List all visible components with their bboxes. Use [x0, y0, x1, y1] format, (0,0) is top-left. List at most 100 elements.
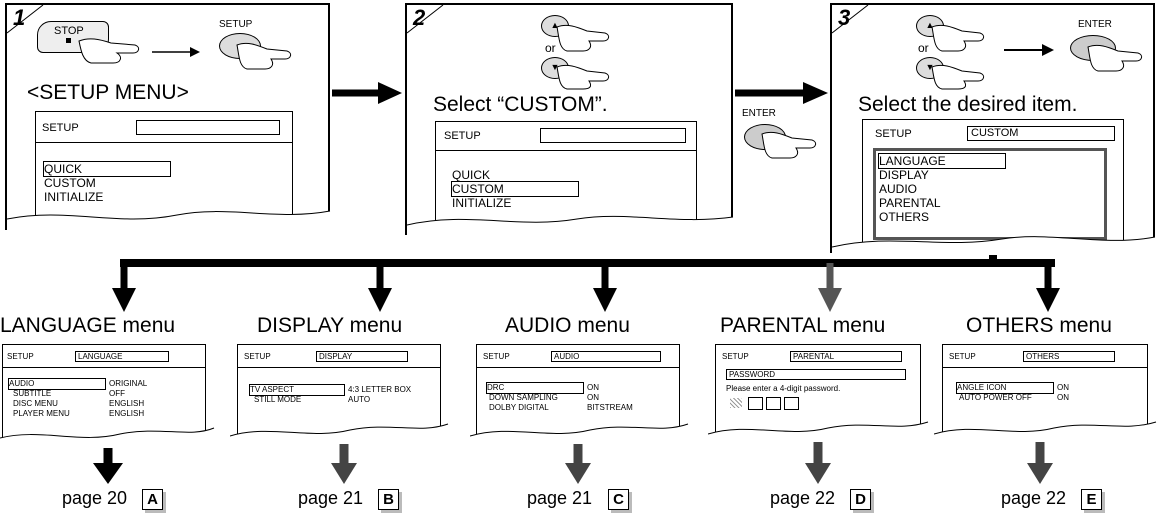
screen-header-value: PARENTAL — [790, 351, 902, 362]
arrow-step2-to-step3 — [735, 82, 828, 104]
pointing-hand-icon — [931, 64, 985, 90]
screen-header-value: AUDIO — [551, 351, 661, 362]
screen-wave-edge — [407, 215, 734, 235]
screen-wave-edge — [230, 423, 449, 444]
step-corner-mark — [407, 5, 444, 34]
screen-wave-edge — [470, 423, 689, 444]
pointing-hand-icon — [556, 24, 610, 52]
setting-label[interactable]: DRC — [486, 382, 584, 394]
language-menu-title: LANGUAGE menu — [0, 314, 176, 337]
setting-label[interactable]: PLAYER MENU — [13, 409, 70, 418]
audio-menu-title: AUDIO menu — [505, 314, 630, 337]
step-1-panel: 1 STOP SETUP <SETUP MENU> SETUP QUICK CU… — [5, 3, 331, 231]
setting-value: ON — [1057, 383, 1069, 392]
arrow-step1-to-step2 — [332, 82, 402, 104]
down-arrow-icon: ▼ — [550, 62, 560, 72]
step-title: Select “CUSTOM”. — [433, 93, 608, 116]
password-prompt: Please enter a 4-digit password. — [726, 384, 841, 393]
arrow-down-audio — [593, 263, 617, 312]
setting-value: ENGLISH — [109, 399, 145, 408]
screen-wave-edge — [7, 210, 331, 231]
screen-header-label: SETUP — [244, 352, 271, 361]
highlight-frame — [873, 148, 1107, 240]
setup-screen: SETUP CUSTOM LANGUAGE DISPLAY AUDIO PARE… — [862, 119, 1124, 243]
right-arrow-icon — [152, 47, 200, 57]
screen-wave-edge — [934, 421, 1157, 442]
menu-item-display[interactable]: DISPLAY — [879, 168, 929, 182]
arrow-to-page-b — [331, 438, 357, 484]
up-arrow-icon: ▲ — [925, 20, 935, 30]
password-digit-box[interactable] — [748, 397, 763, 410]
menu-item-custom[interactable]: CUSTOM — [44, 176, 96, 190]
arrow-down-language — [112, 263, 136, 312]
page-reference[interactable]: page 22 — [1001, 488, 1067, 508]
stop-button-label: STOP — [54, 25, 84, 37]
screen-divider — [238, 367, 440, 368]
or-label: or — [545, 41, 556, 55]
screen-wave-edge — [708, 421, 929, 442]
others-menu-title: OTHERS menu — [966, 314, 1112, 337]
page-badge: D — [850, 489, 871, 510]
setting-label[interactable]: DOWN SAMPLING — [489, 393, 558, 402]
arrow-down-others — [1036, 263, 1060, 312]
setup-button-label: SETUP — [219, 19, 253, 30]
screen-header-value — [540, 128, 686, 143]
step-number: 3 — [838, 5, 851, 30]
setting-label[interactable]: ANGLE ICON — [956, 382, 1054, 394]
password-digit-box[interactable] — [766, 397, 781, 410]
menu-item-quick[interactable]: QUICK — [43, 161, 171, 177]
setting-value: AUTO — [348, 395, 371, 404]
screen-header-label: SETUP — [949, 352, 976, 361]
password-label: PASSWORD — [726, 369, 906, 380]
step-title: Select the desired item. — [858, 93, 1078, 116]
pointing-hand-icon — [236, 42, 292, 70]
page-reference[interactable]: page 21 — [527, 488, 593, 508]
language-menu-screen: SETUP LANGUAGE AUDIO ORIGINAL SUBTITLE O… — [2, 344, 206, 444]
page-badge: E — [1081, 489, 1102, 510]
page-reference[interactable]: page 20 — [62, 488, 128, 508]
setting-label[interactable]: SUBTITLE — [13, 389, 52, 398]
screen-header-value: OTHERS — [1023, 351, 1115, 362]
menu-item-quick[interactable]: QUICK — [452, 168, 491, 182]
display-menu-screen: SETUP DISPLAY TV ASPECT 4:3 LETTER BOX S… — [237, 344, 441, 440]
setting-label[interactable]: TV ASPECT — [249, 384, 345, 396]
parental-menu-screen: SETUP PARENTAL PASSWORD Please enter a 4… — [715, 344, 921, 440]
password-digit-box[interactable] — [784, 397, 799, 410]
menu-item-parental[interactable]: PARENTAL — [879, 196, 941, 210]
setting-label[interactable]: DISC MENU — [13, 399, 58, 408]
screen-wave-edge — [832, 236, 1156, 255]
arrow-down-display — [368, 263, 392, 312]
page-badge: A — [142, 489, 163, 510]
step-number: 1 — [13, 5, 26, 30]
arrow-to-page-c — [565, 438, 591, 484]
menu-item-language[interactable]: LANGUAGE — [878, 153, 1006, 169]
menu-item-others[interactable]: OTHERS — [879, 210, 930, 224]
menu-item-audio[interactable]: AUDIO — [879, 182, 918, 196]
enter-button-label: ENTER — [742, 108, 776, 119]
pointing-hand-icon — [931, 24, 985, 52]
parental-menu-title: PARENTAL menu — [720, 314, 886, 337]
step-corner-mark — [7, 5, 44, 34]
menu-item-custom[interactable]: CUSTOM — [451, 181, 579, 197]
password-cursor — [730, 398, 742, 408]
setting-value: ON — [1057, 393, 1069, 402]
screen-header-label: SETUP — [722, 352, 749, 361]
setting-label[interactable]: AUTO POWER OFF — [959, 393, 1032, 402]
setting-value: BITSTREAM — [587, 403, 633, 412]
screen-header-value: DISPLAY — [316, 351, 408, 362]
pointing-hand-icon — [78, 38, 140, 64]
setting-label[interactable]: STILL MODE — [254, 395, 302, 404]
setting-value: ORIGINAL — [109, 379, 148, 388]
setting-label[interactable]: DOLBY DIGITAL — [489, 403, 549, 412]
menu-item-initialize[interactable]: INITIALIZE — [44, 190, 104, 204]
setting-value: OFF — [109, 389, 125, 398]
stop-icon — [66, 38, 71, 43]
screen-menu-list: LANGUAGE DISPLAY AUDIO PARENTAL OTHERS — [878, 153, 1006, 224]
menu-item-initialize[interactable]: INITIALIZE — [452, 196, 512, 210]
setting-value: ON — [587, 383, 599, 392]
setting-value: ON — [587, 393, 599, 402]
page-reference[interactable]: page 21 — [298, 488, 364, 508]
or-label: or — [918, 41, 929, 55]
setting-label[interactable]: AUDIO — [8, 378, 106, 390]
page-reference[interactable]: page 22 — [770, 488, 836, 508]
